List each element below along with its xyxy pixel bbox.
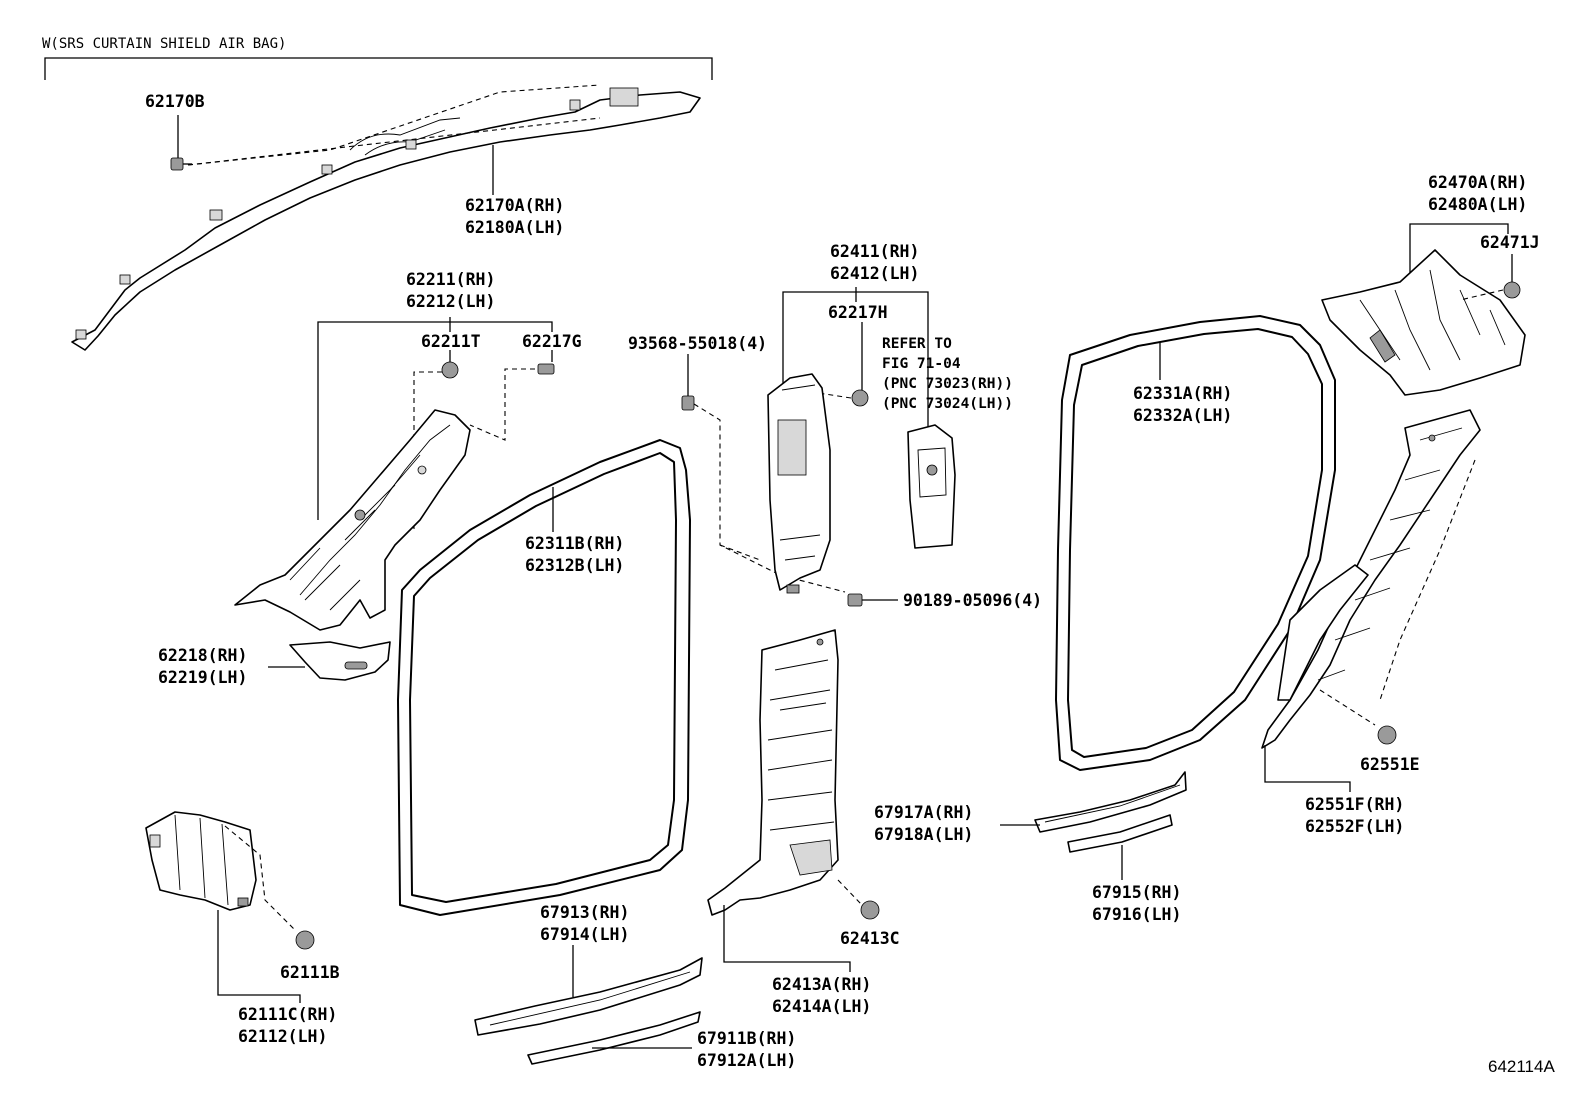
label-62211T: 62211T: [421, 332, 481, 351]
refer-line3: (PNC 73023(RH)): [882, 376, 1013, 392]
bolt-93568-icon: [681, 354, 695, 411]
refer-line2: FIG 71-04: [882, 356, 961, 372]
header-bracket: W(SRS CURTAIN SHIELD AIR BAG): [42, 36, 713, 80]
label-67913: 67913(RH): [540, 903, 629, 922]
clip-62471J-icon: [1503, 254, 1521, 299]
label-67914: 67914(LH): [540, 925, 629, 944]
label-67915: 67915(RH): [1092, 883, 1181, 902]
label-62218: 62218(RH): [158, 646, 247, 665]
curtain-airbag-part: [71, 84, 701, 351]
clip-62413C-icon: [860, 900, 880, 920]
screw-62217G-icon: [537, 350, 555, 375]
label-62312B: 62312B(LH): [525, 556, 624, 575]
label-62414A: 62414A(LH): [772, 997, 871, 1016]
refer-line4: (PNC 73024(LH)): [882, 396, 1013, 412]
label-67911B: 67911B(RH): [697, 1029, 796, 1048]
label-62331A: 62331A(RH): [1133, 384, 1232, 403]
label-62480A: 62480A(LH): [1428, 195, 1527, 214]
refer-line1: REFER TO: [882, 336, 952, 352]
label-62180A: 62180A(LH): [465, 218, 564, 237]
clip-90189-icon: [847, 593, 898, 607]
label-62170B: 62170B: [145, 92, 205, 111]
label-62413C: 62413C: [840, 929, 900, 948]
label-90189: 90189-05096(4): [903, 591, 1042, 610]
label-62471J: 62471J: [1480, 233, 1540, 252]
clip-62551E-icon: [1377, 725, 1397, 745]
label-62170A: 62170A(RH): [465, 196, 564, 215]
label-62217H: 62217H: [828, 303, 888, 322]
label-62552F: 62552F(LH): [1305, 817, 1404, 836]
label-67916: 67916(LH): [1092, 905, 1181, 924]
label-62413A: 62413A(RH): [772, 975, 871, 994]
label-62412: 62412(LH): [830, 264, 919, 283]
label-62111B: 62111B: [280, 963, 340, 982]
label-93568: 93568-55018(4): [628, 334, 767, 353]
figure-code: 642114A: [1488, 1057, 1555, 1076]
label-62551F: 62551F(RH): [1305, 795, 1404, 814]
label-62411: 62411(RH): [830, 242, 919, 261]
bolt-62170B-icon: [170, 115, 192, 171]
label-62212: 62212(LH): [406, 292, 495, 311]
clip-62211T-icon: [441, 350, 459, 379]
label-62219: 62219(LH): [158, 668, 247, 687]
label-62332A: 62332A(LH): [1133, 406, 1232, 425]
label-62470A: 62470A(RH): [1428, 173, 1527, 192]
clip-62111B-icon: [295, 930, 315, 950]
label-62112: 62112(LH): [238, 1027, 327, 1046]
label-62311B: 62311B(RH): [525, 534, 624, 553]
label-67917A: 67917A(RH): [874, 803, 973, 822]
label-62217G: 62217G: [522, 332, 582, 351]
clip-62217H-icon: [851, 322, 869, 407]
label-62211: 62211(RH): [406, 270, 495, 289]
label-62551E: 62551E: [1360, 755, 1420, 774]
label-62111C: 62111C(RH): [238, 1005, 337, 1024]
label-67918A: 67918A(LH): [874, 825, 973, 844]
header-note: W(SRS CURTAIN SHIELD AIR BAG): [42, 36, 286, 52]
label-67912A: 67912A(LH): [697, 1051, 796, 1070]
